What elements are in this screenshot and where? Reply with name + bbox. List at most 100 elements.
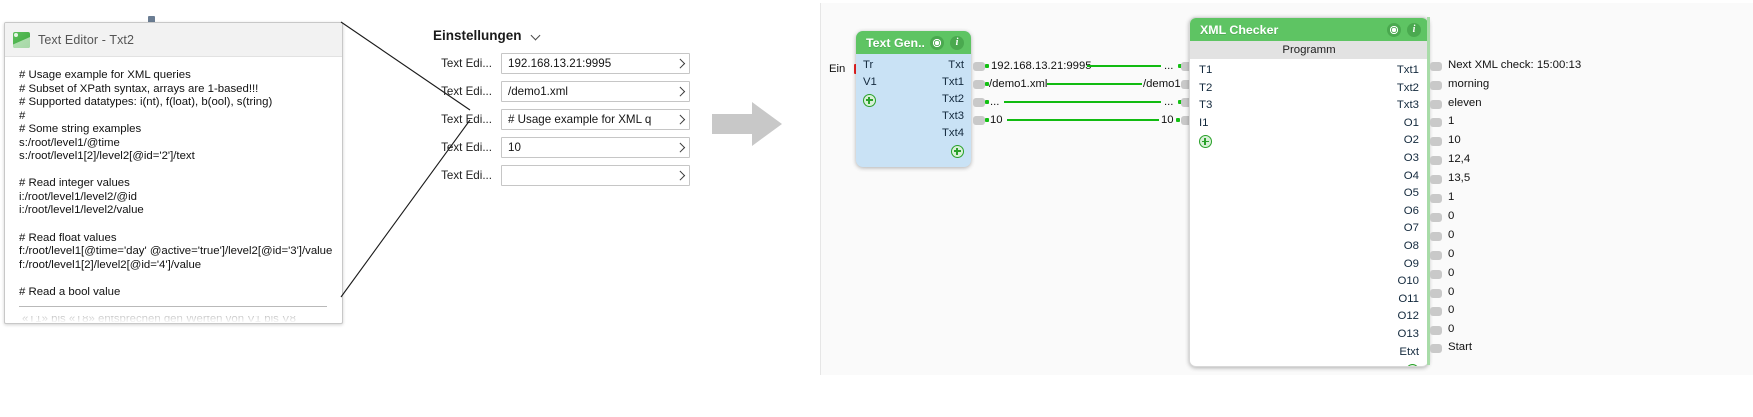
output-port-label[interactable]: Txt1 bbox=[942, 76, 964, 88]
plus-circle-icon[interactable] bbox=[951, 145, 964, 158]
result-port[interactable] bbox=[1430, 175, 1442, 184]
plus-circle-icon[interactable] bbox=[863, 94, 876, 107]
gear-icon[interactable] bbox=[930, 35, 944, 50]
node-xml-checker-header[interactable]: XML Checker i bbox=[1190, 18, 1428, 41]
output-port-label[interactable]: Txt3 bbox=[942, 110, 964, 122]
output-port-label[interactable]: O10 bbox=[1397, 275, 1419, 288]
settings-panel: Einstellungen Text Edi... 192.168.13.21:… bbox=[430, 28, 690, 193]
output-port-label[interactable]: O3 bbox=[1403, 151, 1419, 164]
output-port-label[interactable]: O1 bbox=[1403, 116, 1419, 129]
result-port[interactable] bbox=[1430, 213, 1442, 222]
wire-source-port[interactable] bbox=[973, 98, 985, 107]
output-port-label[interactable]: O12 bbox=[1397, 310, 1419, 323]
output-port-label[interactable]: O8 bbox=[1403, 239, 1419, 252]
output-port-label[interactable]: O9 bbox=[1403, 257, 1419, 270]
node-text-generator[interactable]: Text Gen... i Tr V1 Txt Txt1 Txt2 Txt3 T… bbox=[856, 31, 971, 167]
output-port-label[interactable]: O4 bbox=[1403, 169, 1419, 182]
output-port-label[interactable]: Txt1 bbox=[1396, 64, 1419, 76]
input-port-label[interactable]: T3 bbox=[1199, 99, 1213, 112]
output-port-label[interactable]: O5 bbox=[1403, 187, 1419, 200]
result-value: 0 bbox=[1448, 248, 1455, 260]
text-editor-titlebar: Text Editor - Txt2 bbox=[5, 23, 342, 57]
result-port[interactable] bbox=[1430, 307, 1442, 316]
result-port[interactable] bbox=[1430, 344, 1442, 353]
wire-target-value: ... bbox=[1164, 96, 1174, 108]
node-xml-checker-inputs: T1 T2 T3 I1 bbox=[1199, 62, 1213, 149]
wire[interactable] bbox=[1007, 118, 1159, 121]
chevron-right-icon[interactable] bbox=[673, 54, 689, 73]
plus-circle-icon[interactable] bbox=[1406, 364, 1419, 366]
wire-target-value: 10 bbox=[1161, 114, 1174, 126]
result-value: Next XML check: 15:00:13 bbox=[1448, 59, 1582, 71]
result-port[interactable] bbox=[1430, 289, 1442, 298]
wire-source-port[interactable] bbox=[973, 80, 985, 89]
result-value: 13,5 bbox=[1448, 172, 1471, 184]
chevron-right-icon[interactable] bbox=[673, 138, 689, 157]
setting-field[interactable]: /demo1.xml bbox=[501, 81, 690, 102]
text-editor-overflow-hint: «T1» bis «T8» entsprechen den Werten von… bbox=[22, 316, 342, 332]
output-port-label[interactable]: Txt2 bbox=[1396, 81, 1419, 94]
setting-value[interactable]: # Usage example for XML q bbox=[508, 113, 652, 126]
result-port[interactable] bbox=[1430, 270, 1442, 279]
result-port[interactable] bbox=[1430, 251, 1442, 260]
wire-target-port[interactable] bbox=[1181, 62, 1193, 71]
chevron-right-icon[interactable] bbox=[673, 110, 689, 129]
plus-circle-icon[interactable] bbox=[1199, 135, 1212, 149]
result-port[interactable] bbox=[1430, 326, 1442, 335]
result-value: 0 bbox=[1448, 304, 1455, 316]
result-port[interactable] bbox=[1430, 81, 1442, 90]
output-port-label[interactable]: Txt bbox=[948, 59, 964, 71]
setting-value[interactable]: 10 bbox=[508, 141, 521, 154]
wire-target-port[interactable] bbox=[1181, 98, 1193, 107]
result-value: 1 bbox=[1448, 191, 1455, 203]
node-xml-checker-accent-edge bbox=[1427, 17, 1430, 365]
input-port-label[interactable]: Tr bbox=[863, 59, 874, 71]
window-resize-handle[interactable] bbox=[148, 16, 155, 23]
setting-field[interactable]: 192.168.13.21:9995 bbox=[501, 53, 690, 74]
setting-value[interactable]: 192.168.13.21:9995 bbox=[508, 57, 612, 70]
result-port[interactable] bbox=[1430, 156, 1442, 165]
output-port-label[interactable]: O11 bbox=[1398, 292, 1419, 305]
node-text-generator-header[interactable]: Text Gen... i bbox=[856, 31, 971, 54]
wire-target-port[interactable] bbox=[1181, 116, 1193, 125]
input-port-label[interactable]: I1 bbox=[1199, 116, 1209, 129]
output-port-label[interactable]: Txt3 bbox=[1396, 99, 1419, 112]
chevron-down-icon[interactable] bbox=[531, 32, 542, 39]
node-xml-checker[interactable]: XML Checker i Programm T1 T2 T3 I1 Txt1 … bbox=[1189, 17, 1429, 367]
output-port-label[interactable]: O7 bbox=[1403, 222, 1419, 235]
output-port-label[interactable]: Txt2 bbox=[942, 93, 964, 105]
input-port-label[interactable]: T1 bbox=[1199, 64, 1213, 76]
output-port-label[interactable]: O13 bbox=[1397, 327, 1419, 340]
text-editor-body[interactable]: # Usage example for XML queries # Subset… bbox=[5, 57, 342, 309]
info-icon[interactable]: i bbox=[1407, 22, 1421, 37]
result-value: 10 bbox=[1448, 134, 1461, 146]
text-editor-content[interactable]: # Usage example for XML queries # Subset… bbox=[19, 69, 333, 298]
info-icon[interactable]: i bbox=[950, 35, 964, 50]
gear-icon[interactable] bbox=[1387, 22, 1401, 37]
setting-field[interactable]: # Usage example for XML q bbox=[501, 109, 690, 130]
output-port-label[interactable]: O6 bbox=[1403, 204, 1419, 217]
setting-field[interactable] bbox=[501, 165, 690, 186]
wire[interactable] bbox=[1047, 82, 1142, 85]
chevron-right-icon[interactable] bbox=[673, 82, 689, 101]
output-port-label[interactable]: O2 bbox=[1403, 134, 1419, 147]
result-port[interactable] bbox=[1430, 194, 1442, 203]
input-port-label[interactable]: T2 bbox=[1199, 81, 1213, 94]
wire[interactable] bbox=[1004, 100, 1161, 103]
settings-header[interactable]: Einstellungen bbox=[430, 28, 690, 43]
chevron-right-icon[interactable] bbox=[673, 166, 689, 185]
setting-field[interactable]: 10 bbox=[501, 137, 690, 158]
output-port-label[interactable]: Etxt bbox=[1399, 345, 1419, 358]
wire-source-port[interactable] bbox=[973, 62, 985, 71]
wire-source-port[interactable] bbox=[973, 116, 985, 125]
result-port[interactable] bbox=[1430, 100, 1442, 109]
setting-value[interactable]: /demo1.xml bbox=[508, 85, 568, 98]
result-port[interactable] bbox=[1430, 232, 1442, 241]
wire[interactable] bbox=[1087, 64, 1161, 67]
input-port-label[interactable]: V1 bbox=[863, 76, 877, 88]
result-port[interactable] bbox=[1430, 118, 1442, 127]
output-port-label[interactable]: Txt4 bbox=[942, 127, 964, 139]
result-port[interactable] bbox=[1430, 62, 1442, 71]
wire-target-port[interactable] bbox=[1181, 80, 1193, 89]
result-port[interactable] bbox=[1430, 137, 1442, 146]
